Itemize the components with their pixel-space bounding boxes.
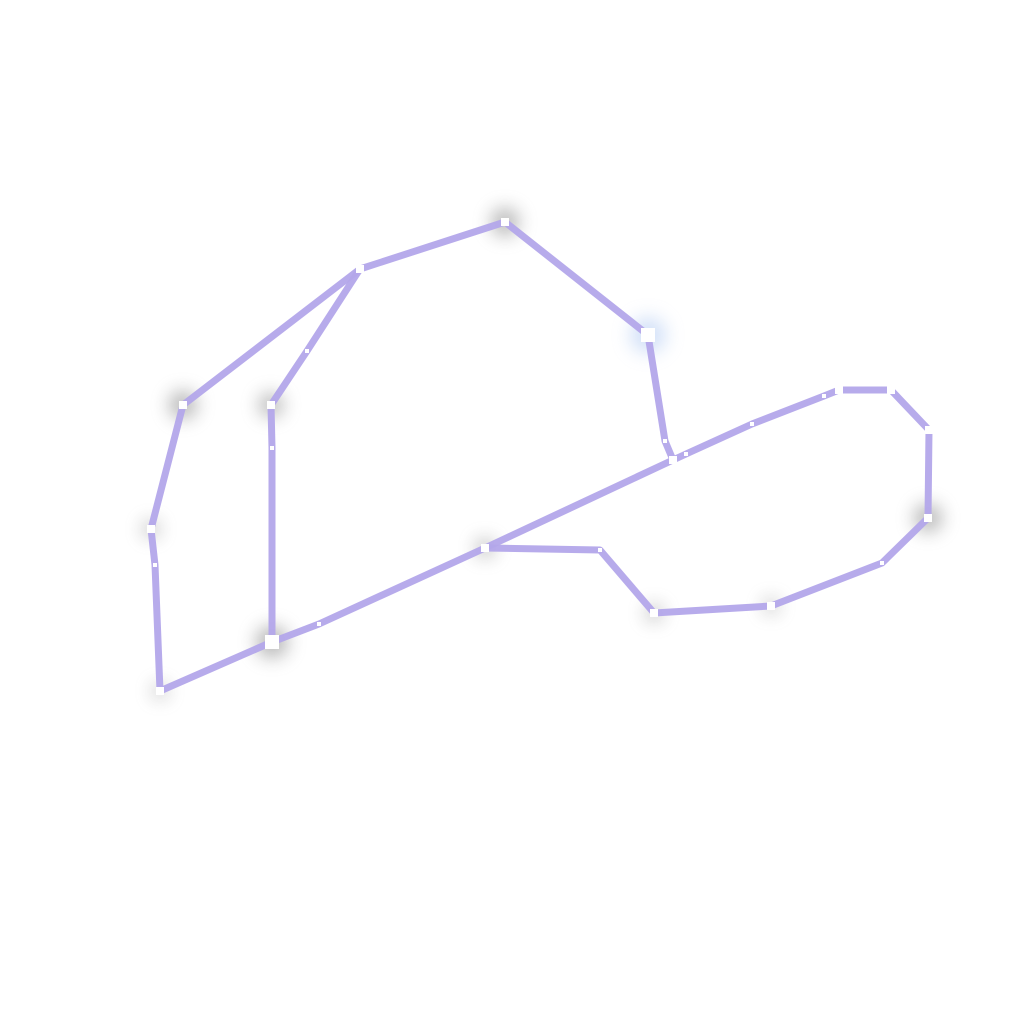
- vertex-node-stepR: [598, 548, 602, 552]
- vertex-node-blueR: [641, 328, 655, 342]
- vertex-node-leftMid: [147, 525, 155, 533]
- vertex-node-bigSq: [265, 635, 279, 649]
- vertex-node-center: [481, 544, 489, 552]
- vertex-node-bottomL: [156, 687, 164, 695]
- node-layer: [147, 218, 933, 695]
- outline-path-3: [481, 386, 933, 617]
- vertex-node-junction2: [684, 452, 688, 456]
- vertex-node-brimT3: [750, 422, 754, 426]
- vertex-node-brimT2: [822, 394, 826, 398]
- vertex-node-leftUp: [179, 401, 187, 409]
- vertex-node-brimB: [880, 561, 884, 565]
- vertex-node-brimRU: [925, 426, 933, 434]
- vertex-node-junction: [669, 456, 677, 464]
- vertex-node-blueLow: [663, 439, 667, 443]
- vertex-node-brimTL: [835, 386, 843, 394]
- outline-path-1: [147, 218, 677, 695]
- vertex-node-leftMidB: [153, 563, 157, 567]
- vertex-node-top: [501, 218, 509, 226]
- vertex-node-bandA: [317, 622, 321, 626]
- vertex-node-innerMid: [305, 349, 309, 353]
- vertex-node-brimTR: [887, 386, 895, 394]
- glow-layer: [143, 208, 942, 698]
- vertex-node-innerLow: [270, 446, 274, 450]
- vertex-node-capL: [356, 265, 364, 273]
- vertex-node-brimR: [924, 514, 932, 522]
- edge-layer: [147, 218, 933, 695]
- vertex-node-innerUp: [267, 401, 275, 409]
- vertex-node-dipL: [650, 609, 658, 617]
- vertex-node-dipR: [767, 602, 775, 610]
